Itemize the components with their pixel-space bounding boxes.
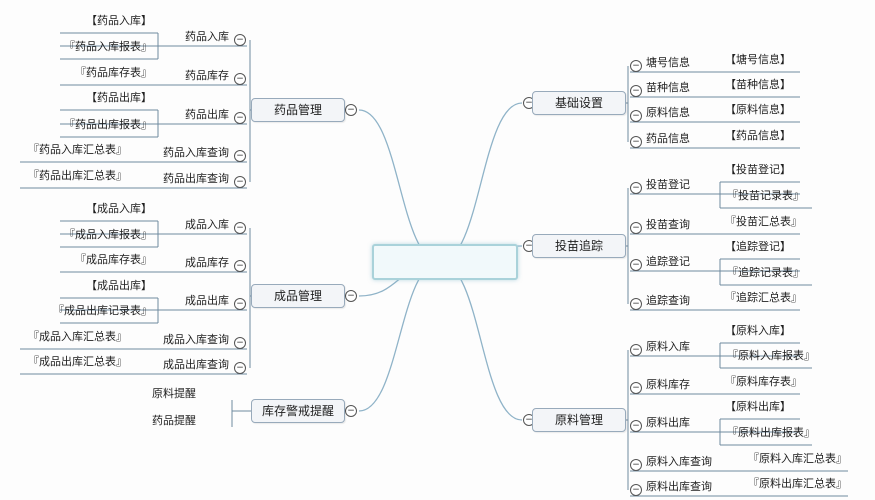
collapse-toggle[interactable]: − bbox=[630, 420, 642, 432]
leaf-node[interactable]: 【成品入库】 bbox=[86, 202, 152, 215]
collapse-toggle[interactable]: − bbox=[234, 222, 246, 234]
collapse-toggle[interactable]: − bbox=[630, 298, 642, 310]
leaf-node[interactable]: 『药品入库报表』 bbox=[64, 40, 152, 53]
branch-topic-3[interactable]: 库存警戒提醒 bbox=[251, 399, 345, 423]
leaf-node[interactable]: 『原料出库汇总表』 bbox=[748, 477, 847, 490]
sub-topic[interactable]: 成品入库查询 bbox=[163, 333, 229, 346]
leaf-node[interactable]: 『原料入库报表』 bbox=[727, 349, 815, 362]
collapse-toggle[interactable]: − bbox=[630, 85, 642, 97]
leaf-node[interactable]: 【原料信息】 bbox=[725, 103, 791, 116]
sub-topic[interactable]: 药品信息 bbox=[646, 132, 690, 145]
sub-topic[interactable]: 苗种信息 bbox=[646, 81, 690, 94]
sub-topic[interactable]: 追踪登记 bbox=[646, 255, 690, 268]
leaf-node[interactable]: 【药品信息】 bbox=[725, 129, 791, 142]
sub-topic[interactable]: 原料入库查询 bbox=[646, 455, 712, 468]
leaf-node[interactable]: 『成品入库汇总表』 bbox=[28, 330, 127, 343]
collapse-toggle[interactable]: − bbox=[234, 73, 246, 85]
sub-topic[interactable]: 原料入库 bbox=[646, 340, 690, 353]
leaf-node[interactable]: 『原料入库汇总表』 bbox=[748, 452, 847, 465]
branch-topic-2[interactable]: 成品管理 bbox=[251, 284, 345, 308]
collapse-toggle[interactable]: − bbox=[345, 104, 357, 116]
leaf-node[interactable]: 【成品出库】 bbox=[86, 279, 152, 292]
sub-topic[interactable]: 投苗查询 bbox=[646, 218, 690, 231]
leaf-node[interactable]: 『药品库存表』 bbox=[75, 66, 152, 79]
leaf-node[interactable]: 【追踪登记】 bbox=[725, 240, 791, 253]
collapse-toggle[interactable]: − bbox=[630, 60, 642, 72]
leaf-node[interactable]: 【原料入库】 bbox=[725, 324, 791, 337]
sub-topic[interactable]: 投苗登记 bbox=[646, 178, 690, 191]
leaf-node[interactable]: 【药品入库】 bbox=[86, 14, 152, 27]
sub-topic[interactable]: 成品出库 bbox=[185, 294, 229, 307]
leaf-node[interactable]: 【药品出库】 bbox=[86, 91, 152, 104]
leaf-node[interactable]: 【苗种信息】 bbox=[725, 78, 791, 91]
collapse-toggle[interactable]: − bbox=[234, 176, 246, 188]
sub-topic[interactable]: 原料出库 bbox=[646, 416, 690, 429]
sub-topic[interactable]: 原料库存 bbox=[646, 378, 690, 391]
sub-topic[interactable]: 药品入库查询 bbox=[163, 146, 229, 159]
collapse-toggle[interactable]: − bbox=[630, 222, 642, 234]
leaf-node[interactable]: 【投苗登记】 bbox=[725, 163, 791, 176]
leaf-node[interactable]: 『成品出库记录表』 bbox=[53, 304, 152, 317]
leaf-node[interactable]: 『药品出库报表』 bbox=[64, 118, 152, 131]
leaf-node[interactable]: 『追踪汇总表』 bbox=[725, 291, 802, 304]
sub-topic[interactable]: 成品库存 bbox=[185, 256, 229, 269]
branch-curve bbox=[439, 102, 523, 263]
collapse-toggle[interactable]: − bbox=[630, 484, 642, 496]
collapse-toggle[interactable]: − bbox=[630, 110, 642, 122]
sub-topic[interactable]: 原料提醒 bbox=[152, 387, 196, 400]
branch-curve bbox=[439, 261, 523, 421]
sub-topic[interactable]: 追踪查询 bbox=[646, 294, 690, 307]
leaf-node[interactable]: 『原料出库报表』 bbox=[727, 426, 815, 439]
collapse-toggle[interactable]: − bbox=[345, 405, 357, 417]
sub-topic[interactable]: 成品入库 bbox=[185, 218, 229, 231]
leaf-node[interactable]: 『追踪记录表』 bbox=[727, 266, 804, 279]
leaf-node[interactable]: 【塘号信息】 bbox=[725, 53, 791, 66]
branch-topic-1[interactable]: 基础设置 bbox=[532, 91, 626, 115]
collapse-toggle[interactable]: − bbox=[234, 34, 246, 46]
leaf-node[interactable]: 『成品库存表』 bbox=[75, 253, 152, 266]
sub-topic[interactable]: 药品出库 bbox=[185, 108, 229, 121]
branch-curve bbox=[358, 261, 441, 412]
collapse-toggle[interactable]: − bbox=[234, 112, 246, 124]
leaf-node[interactable]: 『投苗汇总表』 bbox=[725, 215, 802, 228]
collapse-toggle[interactable]: − bbox=[630, 259, 642, 271]
leaf-node[interactable]: 『原料库存表』 bbox=[725, 375, 802, 388]
sub-topic[interactable]: 成品出库查询 bbox=[163, 358, 229, 371]
branch-curve bbox=[358, 109, 441, 263]
branch-topic-1[interactable]: 药品管理 bbox=[251, 98, 345, 122]
sub-topic[interactable]: 药品库存 bbox=[185, 69, 229, 82]
sub-topic[interactable]: 塘号信息 bbox=[646, 56, 690, 69]
leaf-node[interactable]: 『成品入库报表』 bbox=[64, 228, 152, 241]
collapse-toggle[interactable]: − bbox=[234, 362, 246, 374]
collapse-toggle[interactable]: − bbox=[234, 150, 246, 162]
collapse-toggle[interactable]: − bbox=[234, 298, 246, 310]
collapse-toggle[interactable]: − bbox=[630, 344, 642, 356]
collapse-toggle[interactable]: − bbox=[630, 382, 642, 394]
collapse-toggle[interactable]: − bbox=[234, 337, 246, 349]
leaf-node[interactable]: 『药品出库汇总表』 bbox=[28, 169, 127, 182]
sub-topic[interactable]: 原料信息 bbox=[646, 106, 690, 119]
leaf-node[interactable]: 『药品入库汇总表』 bbox=[28, 143, 127, 156]
branch-topic-2[interactable]: 投苗追踪 bbox=[532, 234, 626, 258]
sub-topic[interactable]: 药品提醒 bbox=[152, 414, 196, 427]
branch-topic-3[interactable]: 原料管理 bbox=[532, 408, 626, 432]
collapse-toggle[interactable]: − bbox=[630, 136, 642, 148]
leaf-node[interactable]: 【原料出库】 bbox=[725, 400, 791, 413]
sub-topic[interactable]: 原料出库查询 bbox=[646, 480, 712, 493]
collapse-toggle[interactable]: − bbox=[234, 260, 246, 272]
collapse-toggle[interactable]: − bbox=[630, 182, 642, 194]
sub-topic[interactable]: 药品出库查询 bbox=[163, 172, 229, 185]
leaf-node[interactable]: 『成品出库汇总表』 bbox=[28, 355, 127, 368]
central-topic[interactable] bbox=[372, 244, 518, 280]
collapse-toggle[interactable]: − bbox=[630, 459, 642, 471]
leaf-node[interactable]: 『投苗记录表』 bbox=[727, 189, 804, 202]
collapse-toggle[interactable]: − bbox=[345, 290, 357, 302]
sub-topic[interactable]: 药品入库 bbox=[185, 30, 229, 43]
